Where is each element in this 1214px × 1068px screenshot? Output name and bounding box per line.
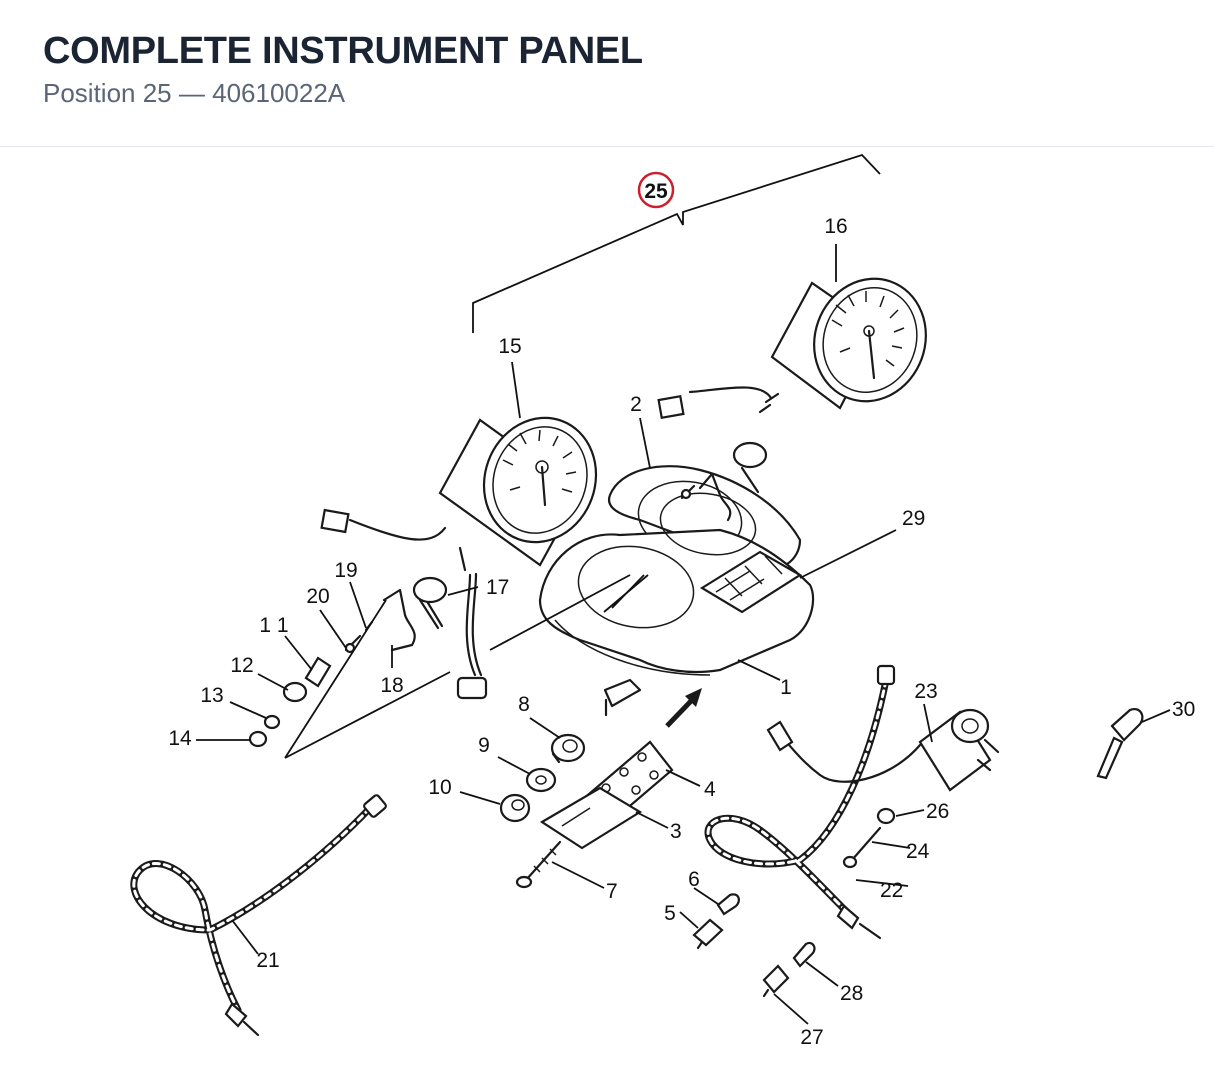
assembly-callout-label: 25 bbox=[644, 180, 668, 203]
callout-21: 21 bbox=[256, 949, 279, 972]
callout-30: 30 bbox=[1172, 698, 1195, 721]
callout-11: 1 1 bbox=[259, 614, 288, 637]
part-22-tachometer-cable[interactable] bbox=[704, 664, 896, 940]
callout-4: 4 bbox=[704, 778, 716, 801]
leader-lines bbox=[196, 244, 1171, 1025]
callout-12: 12 bbox=[230, 654, 253, 677]
part-10-grommet[interactable] bbox=[499, 793, 531, 823]
callout-16: 16 bbox=[824, 215, 847, 238]
part-8-grommet[interactable] bbox=[550, 733, 586, 764]
subtitle-separator: — bbox=[171, 78, 213, 108]
callout-13: 13 bbox=[200, 684, 223, 707]
part-11-rubber-sleeve[interactable] bbox=[304, 656, 332, 688]
assembly-callout[interactable]: 25 bbox=[637, 171, 675, 209]
callout-23: 23 bbox=[914, 680, 937, 703]
part-20-screw[interactable] bbox=[344, 484, 696, 654]
callout-18: 18 bbox=[380, 674, 403, 697]
part-27-bulb-socket[interactable] bbox=[762, 964, 790, 998]
callout-2: 2 bbox=[630, 393, 642, 416]
callout-3: 3 bbox=[670, 820, 682, 843]
callout-17: 17 bbox=[486, 576, 509, 599]
exploded-parts-diagram: 25 bbox=[130, 153, 1195, 1049]
callout-8: 8 bbox=[518, 693, 530, 716]
part-14-nut[interactable] bbox=[248, 730, 268, 748]
part-23-ignition-switch[interactable] bbox=[766, 708, 1000, 792]
callout-10: 10 bbox=[428, 776, 451, 799]
callout-15: 15 bbox=[498, 335, 521, 358]
callout-14: 14 bbox=[168, 727, 192, 750]
part-26-nut[interactable] bbox=[876, 807, 896, 825]
callout-1: 1 bbox=[780, 676, 792, 699]
part-9-washer[interactable] bbox=[525, 767, 557, 793]
part-13-washer[interactable] bbox=[263, 714, 281, 730]
callout-26: 26 bbox=[926, 800, 949, 823]
part-21-speedometer-cable[interactable] bbox=[130, 794, 387, 1037]
page-title: COMPLETE INSTRUMENT PANEL bbox=[43, 30, 643, 72]
callout-7: 7 bbox=[606, 880, 618, 903]
callout-labels: 16 15 2 29 17 19 20 1 1 12 13 14 18 1 8 … bbox=[168, 215, 1195, 1049]
part-6-bulb[interactable] bbox=[716, 893, 740, 916]
part-16-tachometer[interactable] bbox=[657, 263, 943, 420]
position-label: Position 25 bbox=[43, 78, 172, 108]
part-18-bracket[interactable] bbox=[382, 472, 732, 652]
part-17-bulb-socket[interactable] bbox=[412, 441, 768, 700]
part-28-bulb[interactable] bbox=[792, 941, 816, 968]
assembly-bracket bbox=[472, 153, 881, 333]
part-15-speedometer[interactable] bbox=[320, 402, 614, 572]
part-24-bolt[interactable] bbox=[842, 826, 882, 869]
part-number: 40610022A bbox=[212, 78, 346, 108]
callout-19: 19 bbox=[334, 559, 357, 582]
callout-5: 5 bbox=[664, 902, 676, 925]
part-29-indicator-lens[interactable] bbox=[699, 550, 803, 614]
part-7-screw[interactable] bbox=[515, 840, 562, 889]
callout-28: 28 bbox=[840, 982, 863, 1005]
part-12-grommet[interactable] bbox=[282, 681, 308, 703]
page-header: COMPLETE INSTRUMENT PANEL Position 25 — … bbox=[0, 0, 1214, 147]
callout-9: 9 bbox=[478, 734, 490, 757]
callout-27: 27 bbox=[800, 1026, 823, 1049]
page-subtitle: Position 25 — 40610022A bbox=[43, 78, 345, 109]
part-30-key[interactable] bbox=[1096, 708, 1144, 780]
part-3-plate[interactable] bbox=[539, 786, 643, 850]
callout-24: 24 bbox=[906, 840, 930, 863]
callout-22: 22 bbox=[880, 879, 903, 902]
assembly-arrow bbox=[665, 688, 702, 728]
callout-6: 6 bbox=[688, 868, 700, 891]
part-5-bulb-socket[interactable] bbox=[692, 918, 724, 950]
callout-20: 20 bbox=[306, 585, 329, 608]
callout-29: 29 bbox=[902, 507, 925, 530]
